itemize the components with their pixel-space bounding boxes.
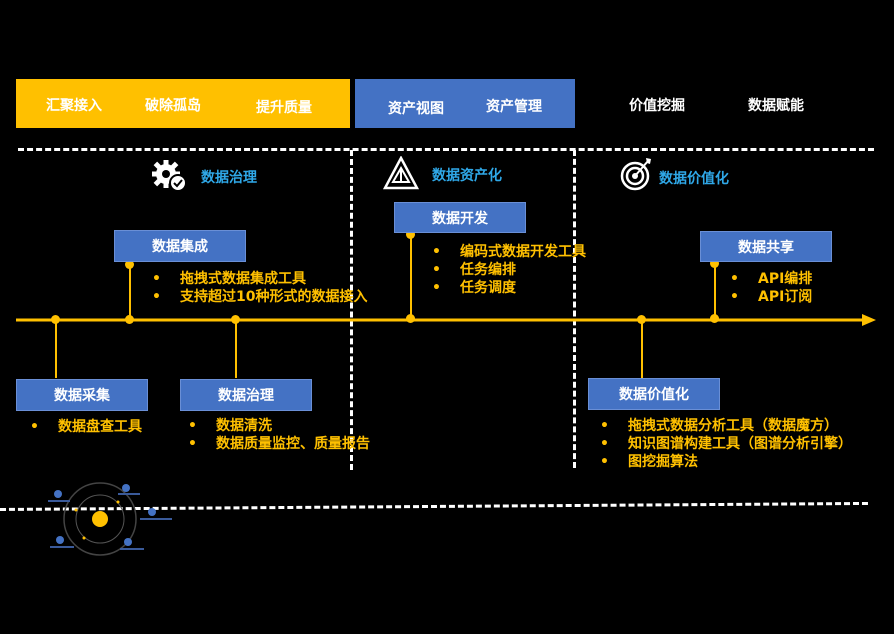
- node-governance-list: 数据清洗 数据质量监控、质量报告: [188, 417, 370, 453]
- section-title-assetization: 数据资产化: [432, 168, 502, 184]
- divider-2: [573, 150, 576, 468]
- list-item: 支持超过10种形式的数据接入: [152, 288, 367, 306]
- band-label-break-silos: 破除孤岛: [145, 98, 201, 114]
- list-item: 数据清洗: [188, 417, 370, 435]
- list-item: API订阅: [730, 288, 812, 306]
- connector-value: [641, 320, 643, 378]
- node-integration-list: 拖拽式数据集成工具 支持超过10种形式的数据接入: [152, 270, 367, 306]
- list-item: 任务编排: [432, 261, 586, 279]
- node-development-list: 编码式数据开发工具 任务编排 任务调度: [432, 243, 586, 297]
- node-integration-title: 数据集成: [114, 230, 246, 262]
- list-item: 数据质量监控、质量报告: [188, 435, 370, 453]
- list-item: 知识图谱构建工具（图谱分析引擎）: [600, 435, 852, 453]
- dot-sharing-top: [710, 259, 719, 268]
- node-sharing-list: API编排 API订阅: [730, 270, 812, 306]
- dot-collection-axis: [51, 315, 60, 324]
- dot-development-axis: [406, 314, 415, 323]
- dot-value-axis: [637, 315, 646, 324]
- band-label-aggregate: 汇聚接入: [46, 98, 102, 114]
- node-collection-title: 数据采集: [16, 379, 148, 411]
- band-label-asset-manage: 资产管理: [486, 99, 542, 115]
- list-item: 图挖掘算法: [600, 453, 852, 471]
- gear-check-icon: [152, 160, 187, 192]
- section-title-valorization: 数据价值化: [659, 171, 729, 187]
- band-label-asset-view: 资产视图: [388, 101, 444, 117]
- dot-integration-axis: [125, 315, 134, 324]
- band-label-value-mining: 价值挖掘: [629, 98, 685, 114]
- dot-development-top: [406, 230, 415, 239]
- timeline-arrow: [16, 314, 876, 326]
- node-development-title: 数据开发: [394, 202, 526, 233]
- list-item: 任务调度: [432, 279, 586, 297]
- dot-integration-top: [125, 260, 134, 269]
- connector-governance: [235, 320, 237, 378]
- target-icon: [620, 158, 651, 191]
- dot-sharing-axis: [710, 314, 719, 323]
- list-item: 拖拽式数据分析工具（数据魔方）: [600, 417, 852, 435]
- connector-development: [410, 234, 412, 320]
- band-label-improve-quality: 提升质量: [256, 100, 312, 116]
- node-value-title: 数据价值化: [588, 378, 720, 410]
- node-value-list: 拖拽式数据分析工具（数据魔方） 知识图谱构建工具（图谱分析引擎） 图挖掘算法: [600, 417, 852, 471]
- orbit-diagram-thumbnail: [48, 482, 172, 556]
- node-governance-title: 数据治理: [180, 379, 312, 411]
- band-blue: [355, 79, 575, 128]
- node-collection-list: 数据盘查工具: [30, 418, 142, 436]
- divider-1: [350, 150, 353, 470]
- node-sharing-title: 数据共享: [700, 231, 832, 262]
- dot-governance-axis: [231, 315, 240, 324]
- connector-integration: [129, 264, 131, 320]
- list-item: 编码式数据开发工具: [432, 243, 586, 261]
- connector-sharing: [714, 263, 716, 319]
- section-title-governance: 数据治理: [201, 170, 257, 186]
- connector-collection: [55, 320, 57, 378]
- list-item: API编排: [730, 270, 812, 288]
- list-item: 拖拽式数据集成工具: [152, 270, 367, 288]
- band-label-data-empower: 数据赋能: [748, 98, 804, 114]
- list-item: 数据盘查工具: [30, 418, 142, 436]
- triangle-icon: [383, 156, 419, 190]
- top-dashed-separator: [18, 148, 874, 151]
- band-yellow: [16, 79, 350, 128]
